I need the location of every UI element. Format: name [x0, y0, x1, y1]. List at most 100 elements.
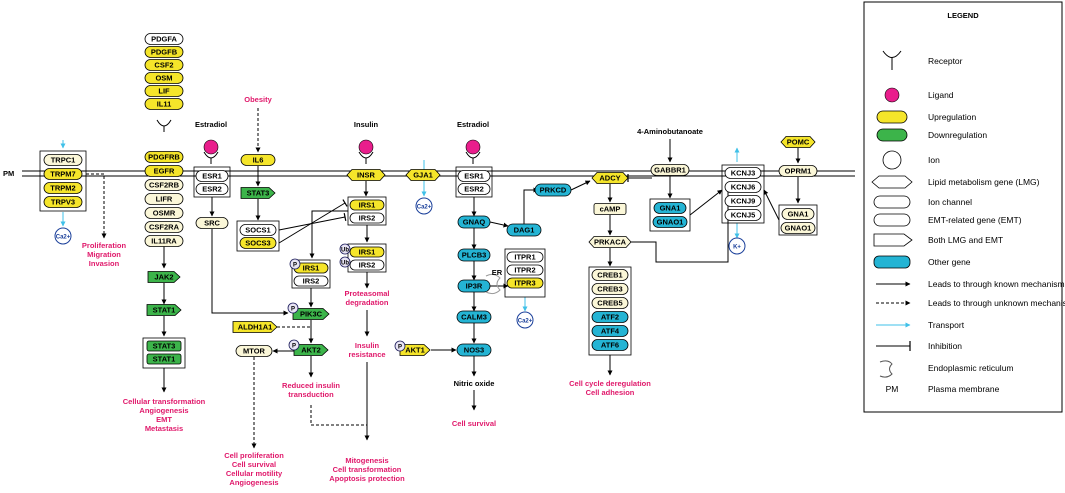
gene-label: GNA1: [660, 204, 681, 213]
gene-label: IP3R: [466, 282, 483, 291]
mod-label: P: [293, 262, 297, 268]
gene-irs1: IRS1: [349, 199, 385, 211]
gene-label: GJA1: [413, 171, 433, 180]
ion-label: Ca2+: [417, 205, 432, 211]
gene-esr1: ESR1: [195, 170, 229, 182]
gene-lifr: LIFR: [144, 193, 184, 205]
phenotype-line: Cellular transformation: [123, 397, 206, 406]
gene-pik3c: PIK3C: [292, 308, 330, 320]
gene-label: GNA1: [788, 210, 809, 219]
phenotype-line: Angiogenesis: [229, 478, 278, 487]
inhibition-bar: [342, 199, 348, 207]
gene-label: IL6: [253, 156, 264, 165]
gene-lif: LIF: [144, 85, 184, 97]
gene-label: CREB3: [597, 285, 622, 294]
gene-label: LIFR: [156, 195, 173, 204]
gene-mtor: MTOR: [235, 345, 273, 357]
gene-label: PDGFRB: [148, 153, 180, 162]
gene-label: ADCY: [599, 174, 620, 183]
itpr-complex: [504, 248, 546, 298]
gene-label: KCNJ9: [731, 197, 756, 206]
gene-irs2: IRS2: [349, 259, 385, 271]
ligand-icon: [203, 139, 219, 155]
gene-label: PRKACA: [594, 238, 627, 247]
membrane-label: PM: [3, 169, 14, 178]
gene-label: KCNJ5: [731, 211, 756, 220]
trp-complex: [39, 150, 87, 212]
gene-gnao1: GNAO1: [780, 222, 816, 234]
gna-complex-2: [778, 204, 818, 236]
gene-label: IRS2: [359, 214, 376, 223]
gene-stat1: STAT1: [146, 304, 182, 316]
gene-label: DAG1: [514, 226, 535, 235]
gene-label: IRS2: [359, 261, 376, 270]
legend-downregulation-swatch: [876, 128, 908, 142]
phospho-icon: P: [288, 339, 300, 351]
phenotype-line: EMT: [156, 415, 172, 424]
phenotype-line: Angiogenesis: [139, 406, 188, 415]
legend-item-other-gene: Other gene: [928, 257, 971, 267]
mod-label: P: [291, 306, 295, 312]
mod-label: P: [398, 344, 402, 350]
legend-item-downregulation: Downregulation: [928, 130, 987, 140]
gene-label: AKT1: [405, 346, 425, 355]
gene-aldh1a1: ALDH1A1: [232, 321, 278, 333]
phenotype-line: Reduced insulin: [282, 381, 340, 390]
legend-item-ligand: Ligand: [928, 90, 954, 100]
phospho-icon: P: [287, 302, 299, 314]
gene-label: POMC: [787, 138, 810, 147]
gene-label: ESR1: [464, 172, 484, 181]
aminobutanoate-label: 4-Aminobutanoate: [637, 127, 703, 136]
gene-label: GNAQ: [463, 218, 486, 227]
phenotype-line: Metastasis: [145, 424, 183, 433]
gene-label: CSF2: [154, 61, 173, 70]
gene-creb3: CREB3: [591, 283, 629, 295]
unknown-edge: [86, 173, 107, 239]
gene-pomc: POMC: [780, 136, 816, 148]
legend-ion-channel-icon: [873, 195, 911, 209]
gene-irs1: IRS1: [349, 246, 385, 258]
legend-item-leads-to-through-known-mechanism: Leads to through known mechanism: [928, 279, 1065, 289]
gene-stat3: STAT3: [240, 187, 276, 199]
gene-label: ATF4: [601, 327, 620, 336]
gene-label: SOCS1: [245, 226, 270, 235]
irs-complex-2: [291, 259, 331, 289]
gene-creb5: CREB5: [591, 297, 629, 309]
phenotype-line: transduction: [288, 390, 334, 399]
ligand-icon: [358, 139, 374, 155]
gene-label: STAT1: [153, 355, 176, 364]
legend-item-emt-related-gene-emt: EMT-related gene (EMT): [928, 215, 1022, 225]
edge: [211, 229, 289, 316]
phenotype-line: Proliferation: [82, 241, 127, 250]
phenotype-line: resistance: [348, 350, 385, 359]
potassium-ion: K+: [728, 237, 746, 255]
gene-label: GNAO1: [785, 224, 812, 233]
gene-label: KCNJ6: [731, 183, 756, 192]
edge: [689, 189, 723, 216]
gene-plcb3: PLCB3: [457, 248, 491, 262]
unknown-edge: [310, 405, 367, 426]
gene-kcnj9: KCNJ9: [724, 195, 762, 207]
gene-label: ESR2: [464, 185, 484, 194]
gene-adcy: ADCY: [591, 172, 629, 184]
gene-label: KCNJ3: [731, 169, 756, 178]
legend-er-icon: [879, 360, 893, 378]
gene-atf6: ATF6: [591, 339, 629, 351]
phenotype-line: Cell survival: [232, 460, 276, 469]
ligand-icon: [465, 139, 481, 155]
gene-esr1: ESR1: [457, 170, 491, 182]
creb-complex: [588, 266, 632, 356]
gene-label: TRPM7: [50, 170, 75, 179]
gene-label: IL11RA: [151, 237, 177, 246]
gene-insr: INSR: [346, 169, 386, 181]
phospho-icon: P: [394, 340, 406, 352]
gene-stat3: STAT3: [146, 340, 182, 352]
gene-label: SRC: [204, 219, 220, 228]
legend-upregulation-swatch: [876, 110, 908, 124]
esr-complex-1: [193, 166, 231, 198]
edge: [763, 189, 780, 221]
gene-jak2: JAK2: [147, 271, 181, 283]
